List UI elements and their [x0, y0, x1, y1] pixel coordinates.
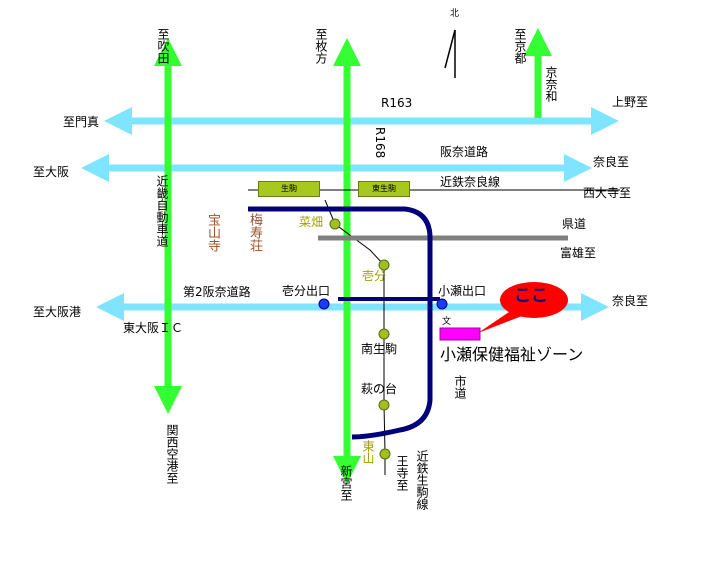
route-label-dai2-hanna: 第2阪奈道路: [183, 285, 251, 299]
station-ikoma-box: 生駒: [258, 181, 320, 197]
place-higashiosaka-ic: 東大阪ＩＣ: [123, 321, 184, 335]
kintetsu-ikoma-line: [324, 199, 386, 475]
direction-to-nara-1: 奈良至: [593, 155, 630, 169]
place-kose-exit: 小瀬出口: [438, 284, 487, 298]
destination-name: 小瀬保健福祉ゾーン: [440, 345, 584, 364]
direction-to-hirakata: 至枚方: [314, 28, 328, 64]
kose-exit-marker: [436, 298, 448, 310]
station-nabata-marker: [329, 218, 341, 230]
route-label-prefectural-road: 県道: [562, 217, 587, 231]
place-umejuso: 梅寿荘: [247, 213, 262, 252]
ichibu-exit-marker: [318, 298, 330, 310]
place-hozanji: 宝山寺: [205, 213, 220, 252]
direction-to-shingu: 新宮至: [339, 465, 353, 501]
route-label-city-road: 市道: [453, 375, 467, 399]
place-ichibu-exit: 壱分出口: [282, 284, 331, 298]
route-label-hanna-road: 阪奈道路: [440, 145, 489, 159]
station-higashiyama-label: 東山: [361, 440, 375, 464]
north-label: 北: [450, 9, 460, 19]
route-label-kintetsu-nara-line: 近鉄奈良線: [440, 175, 501, 189]
route-label-r163: R163: [381, 96, 413, 110]
here-balloon-tail: [478, 310, 522, 333]
route-label-r168: R168: [373, 127, 387, 159]
direction-to-kyoto: 至京都: [513, 28, 527, 64]
direction-to-osakako: 至大阪港: [33, 305, 82, 319]
station-ichibu-marker: [378, 259, 390, 271]
station-minami-ikoma-marker: [378, 328, 390, 340]
north-arrow-icon: [444, 29, 456, 78]
direction-to-kansai-airport: 関西空港至: [165, 424, 179, 484]
station-higashiyama-marker: [379, 448, 391, 460]
city-road: [248, 206, 433, 440]
station-nabata-label: 菜畑: [299, 215, 324, 229]
station-ichibu-label: 壱分: [362, 269, 387, 283]
direction-to-kadoma: 至門真: [63, 115, 100, 129]
direction-to-suita: 至吹田: [156, 28, 170, 64]
route-label-kinki-expressway: 近畿自動車道: [155, 175, 169, 247]
destination-marker: [439, 327, 481, 341]
route-label-kyonara: 京奈和: [544, 66, 558, 102]
direction-to-ueno: 上野至: [612, 95, 649, 109]
here-balloon-text: ここ: [514, 286, 548, 306]
station-haginodai-label: 萩の台: [361, 382, 398, 396]
here-balloon-shape: [500, 282, 568, 318]
direction-to-nara-2: 奈良至: [612, 294, 649, 308]
direction-to-oji: 王寺至: [395, 455, 409, 491]
direction-to-osaka: 至大阪: [33, 165, 70, 179]
station-haginodai-marker: [378, 399, 390, 411]
route-label-kintetsu-ikoma-line: 近鉄生駒線: [415, 450, 429, 510]
station-minami-ikoma-label: 南生駒: [361, 342, 398, 356]
direction-to-saidaiji: 西大寺至: [583, 186, 632, 200]
destination-school-mark: 文: [442, 317, 452, 327]
station-higashi-ikoma-box: 東生駒: [358, 181, 410, 197]
direction-to-tomio: 富雄至: [560, 246, 597, 260]
